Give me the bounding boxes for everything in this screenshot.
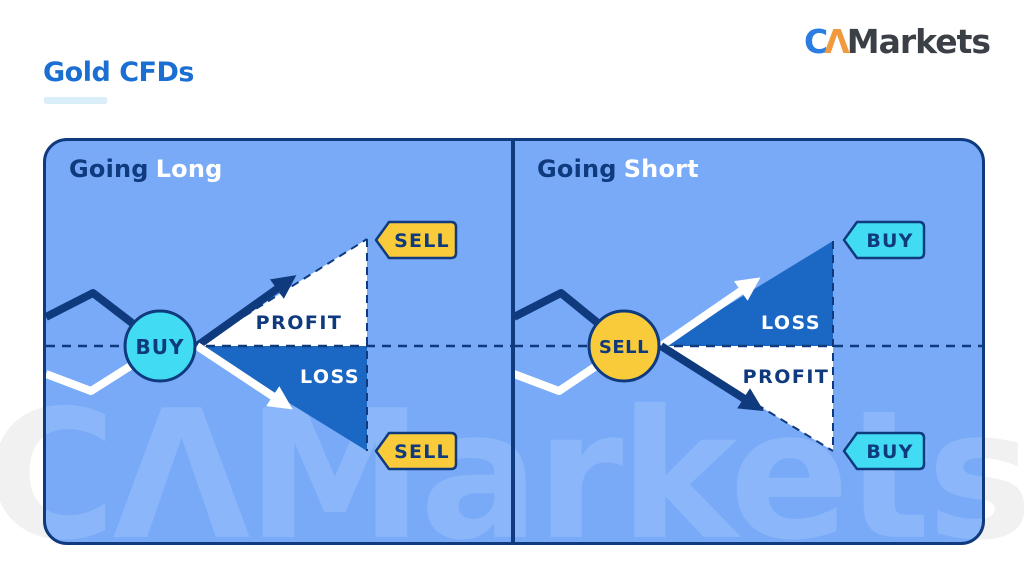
- logo-letter-c: C: [803, 22, 828, 61]
- entry-point-circle: [123, 309, 197, 383]
- pane-divider: [511, 141, 515, 542]
- upper-zone-label: LOSS: [761, 312, 821, 334]
- top-exit-tag-label: SELL: [394, 230, 450, 252]
- lower-zone-label: LOSS: [300, 366, 360, 388]
- upper-zone-label: PROFIT: [256, 312, 343, 334]
- price-down-arrow: [658, 342, 764, 412]
- price-down-arrow: [194, 342, 293, 410]
- heading-prefix: Going: [537, 155, 617, 183]
- page-title: Gold CFDs: [43, 57, 194, 88]
- entry-point-circle: [587, 309, 661, 383]
- lower-zone-label: PROFIT: [743, 366, 830, 388]
- bottom-exit-tag-label: BUY: [866, 441, 913, 463]
- bottom-exit-tag: BUY: [842, 431, 926, 471]
- entry-point-label: BUY: [136, 335, 185, 359]
- title-underline: [44, 97, 107, 104]
- price-up-arrow: [194, 275, 297, 350]
- bottom-exit-tag-label: SELL: [394, 441, 450, 463]
- brand-logo: CΛMarkets: [803, 22, 991, 61]
- going-short-diagram: SELL LOSS PROFIT BUY BUY: [514, 220, 982, 471]
- heading-word: Short: [623, 155, 699, 183]
- top-exit-tag: SELL: [374, 220, 458, 260]
- price-up-arrow: [658, 277, 761, 350]
- top-exit-tag-label: BUY: [866, 230, 913, 252]
- going-long-diagram: BUY PROFIT LOSS SELL SELL: [46, 220, 514, 471]
- bottom-exit-tag: SELL: [374, 431, 458, 471]
- logo-name: Markets: [846, 22, 991, 61]
- logo-mark-icon: Λ: [824, 22, 850, 61]
- heading-word: Long: [155, 155, 223, 183]
- entry-point-label: SELL: [599, 337, 649, 358]
- heading-prefix: Going: [69, 155, 149, 183]
- top-exit-tag: BUY: [842, 220, 926, 260]
